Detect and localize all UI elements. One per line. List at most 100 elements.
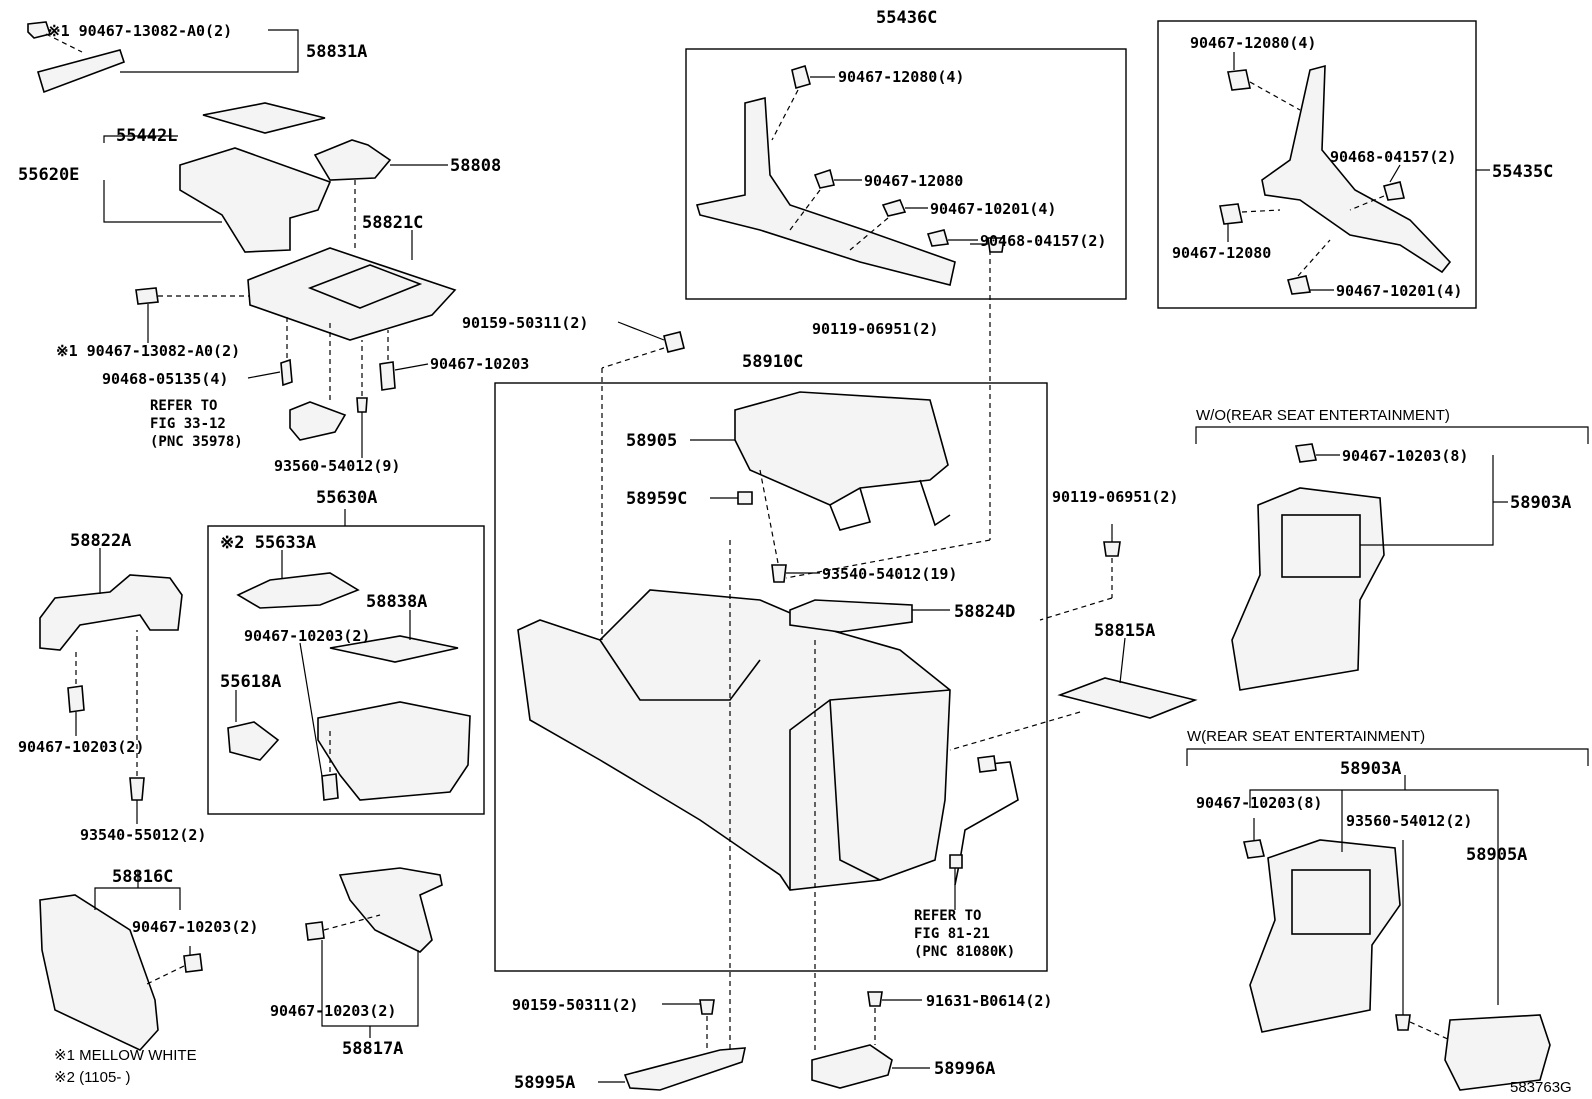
clip-icon <box>321 773 339 801</box>
label-58815a: 58815A <box>1094 621 1155 641</box>
part-55618a-shape <box>227 721 280 761</box>
label-58816c: 58816C <box>112 867 173 887</box>
label-refer-33-line2: FIG 33-12 <box>150 416 226 432</box>
screw-icon <box>1395 1014 1411 1031</box>
clip-icon <box>1227 69 1251 91</box>
label-clip-05135: 90468-05135(4) <box>102 370 228 388</box>
label-58808: 58808 <box>450 156 501 176</box>
bracket-58996a-shape <box>811 1044 893 1089</box>
clip-icon <box>791 64 811 90</box>
clip-icon <box>183 953 203 973</box>
clip-icon <box>379 361 396 391</box>
label-screw-93540-19: 93540-54012(19) <box>822 565 957 583</box>
label-clip-12080-b: 90467-12080 <box>1172 244 1271 262</box>
boot-58808-shape <box>313 139 392 181</box>
note-mellow-white: ※1 MELLOW WHITE <box>54 1047 197 1064</box>
tray-55620e-shape <box>179 147 332 253</box>
panel-55435c-shape <box>1261 64 1452 274</box>
panel-opening <box>1291 869 1371 935</box>
connector-icon <box>949 854 963 869</box>
clip-icon <box>881 199 907 217</box>
label-58903a-w: 58903A <box>1340 759 1401 779</box>
label-clip-10203-8b: 90467-10203(8) <box>1196 794 1322 812</box>
panel-58821c-shape <box>247 247 457 341</box>
panel-58816c-shape <box>39 894 159 1051</box>
clip-icon <box>1219 203 1243 225</box>
label-screw-93560-9: 93560-54012(9) <box>274 457 400 475</box>
label-58903a-wo: 58903A <box>1510 493 1571 513</box>
panel-58817a-shape <box>338 867 443 953</box>
console-box-58910c-shape <box>517 589 951 891</box>
label-58831a: 58831A <box>306 42 367 62</box>
bracket-58822a-shape <box>39 574 183 651</box>
label-55442l: 55442L <box>116 126 177 146</box>
note-1105: ※2 (1105- ) <box>54 1069 131 1086</box>
label-clip-04157-2a: 90468-04157(2) <box>980 232 1106 250</box>
label-clip-10203-mid: 90467-10203 <box>430 355 529 373</box>
label-58995a: 58995A <box>514 1073 575 1093</box>
label-clip-10203-2a: 90467-10203(2) <box>18 738 144 756</box>
clip-icon <box>1243 839 1265 859</box>
screw-icon <box>737 491 753 505</box>
wire-harness <box>954 761 1019 886</box>
label-screw-93560-2: 93560-54012(2) <box>1346 812 1472 830</box>
panel-58831a-shape <box>36 49 126 94</box>
label-58822a: 58822A <box>70 531 131 551</box>
label-58821c: 58821C <box>362 213 423 233</box>
label-55618a: 55618A <box>220 672 281 692</box>
label-clip-10203-8a: 90467-10203(8) <box>1342 447 1468 465</box>
bracket-wo-rse <box>1195 426 1589 444</box>
connector-icon <box>977 755 997 773</box>
label-refer-81-line2: FIG 81-21 <box>914 926 990 942</box>
screw-icon <box>771 564 787 583</box>
label-screw-50311-top: 90159-50311(2) <box>462 314 588 332</box>
clip-icon <box>135 287 159 305</box>
cover-55633a-shape <box>236 572 360 609</box>
bolt-icon <box>987 237 1005 253</box>
label-58817a: 58817A <box>342 1039 403 1059</box>
box-55630a-shape <box>317 701 471 801</box>
frame-55436c <box>685 48 1127 300</box>
part-35978-shape <box>289 401 347 441</box>
screw-icon <box>356 397 368 413</box>
panel-58903a-w-shape <box>1249 839 1401 1033</box>
diagram-id: 583763G <box>1510 1079 1572 1096</box>
label-55435c: 55435C <box>1492 162 1553 182</box>
label-refer-81-line1: REFER TO <box>914 908 981 924</box>
screw-icon <box>129 777 145 801</box>
label-bolt-06951-top: 90119-06951(2) <box>812 320 938 338</box>
label-58838a: 58838A <box>366 592 427 612</box>
label-screw-93540-55012: 93540-55012(2) <box>80 826 206 844</box>
label-55630a: 55630A <box>316 488 377 508</box>
label-refer-33-line1: REFER TO <box>150 398 217 414</box>
label-clip-10201-4b: 90467-10201(4) <box>1336 282 1462 300</box>
label-58905: 58905 <box>626 431 677 451</box>
label-55436c: 55436C <box>876 8 937 28</box>
lid-55442l-shape <box>202 102 326 134</box>
bracket-w-rse <box>1186 748 1589 766</box>
clip-icon <box>926 229 950 247</box>
frame-58910c <box>494 382 1048 972</box>
label-clip-10201-4a: 90467-10201(4) <box>930 200 1056 218</box>
clip-icon <box>1295 443 1317 463</box>
label-clip-04157-2b: 90468-04157(2) <box>1330 148 1456 166</box>
armrest-58905-shape <box>734 391 949 506</box>
screw-icon <box>699 999 715 1015</box>
clip-icon <box>27 21 52 39</box>
label-screw-50311-bot: 90159-50311(2) <box>512 996 638 1014</box>
label-clip-12080-a: 90467-12080 <box>864 172 963 190</box>
label-clip-13082-mid: ※1 90467-13082-A0(2) <box>56 342 240 360</box>
screw-icon <box>663 331 685 353</box>
label-clip-10203-2c: 90467-10203(2) <box>132 918 258 936</box>
lid-58838a-shape <box>329 635 459 663</box>
panel-opening <box>1281 514 1361 578</box>
label-clip-12080-4b: 90467-12080(4) <box>1190 34 1316 52</box>
tray-58824d-shape <box>789 599 913 633</box>
label-clip-10203-2d: 90467-10203(2) <box>270 1002 396 1020</box>
bracket-58995a-shape <box>623 1047 747 1091</box>
clip-icon <box>1383 181 1405 201</box>
label-clip-12080-4a: 90467-12080(4) <box>838 68 964 86</box>
mat-58815a-shape <box>1057 677 1198 719</box>
frame-55630a <box>207 525 485 815</box>
